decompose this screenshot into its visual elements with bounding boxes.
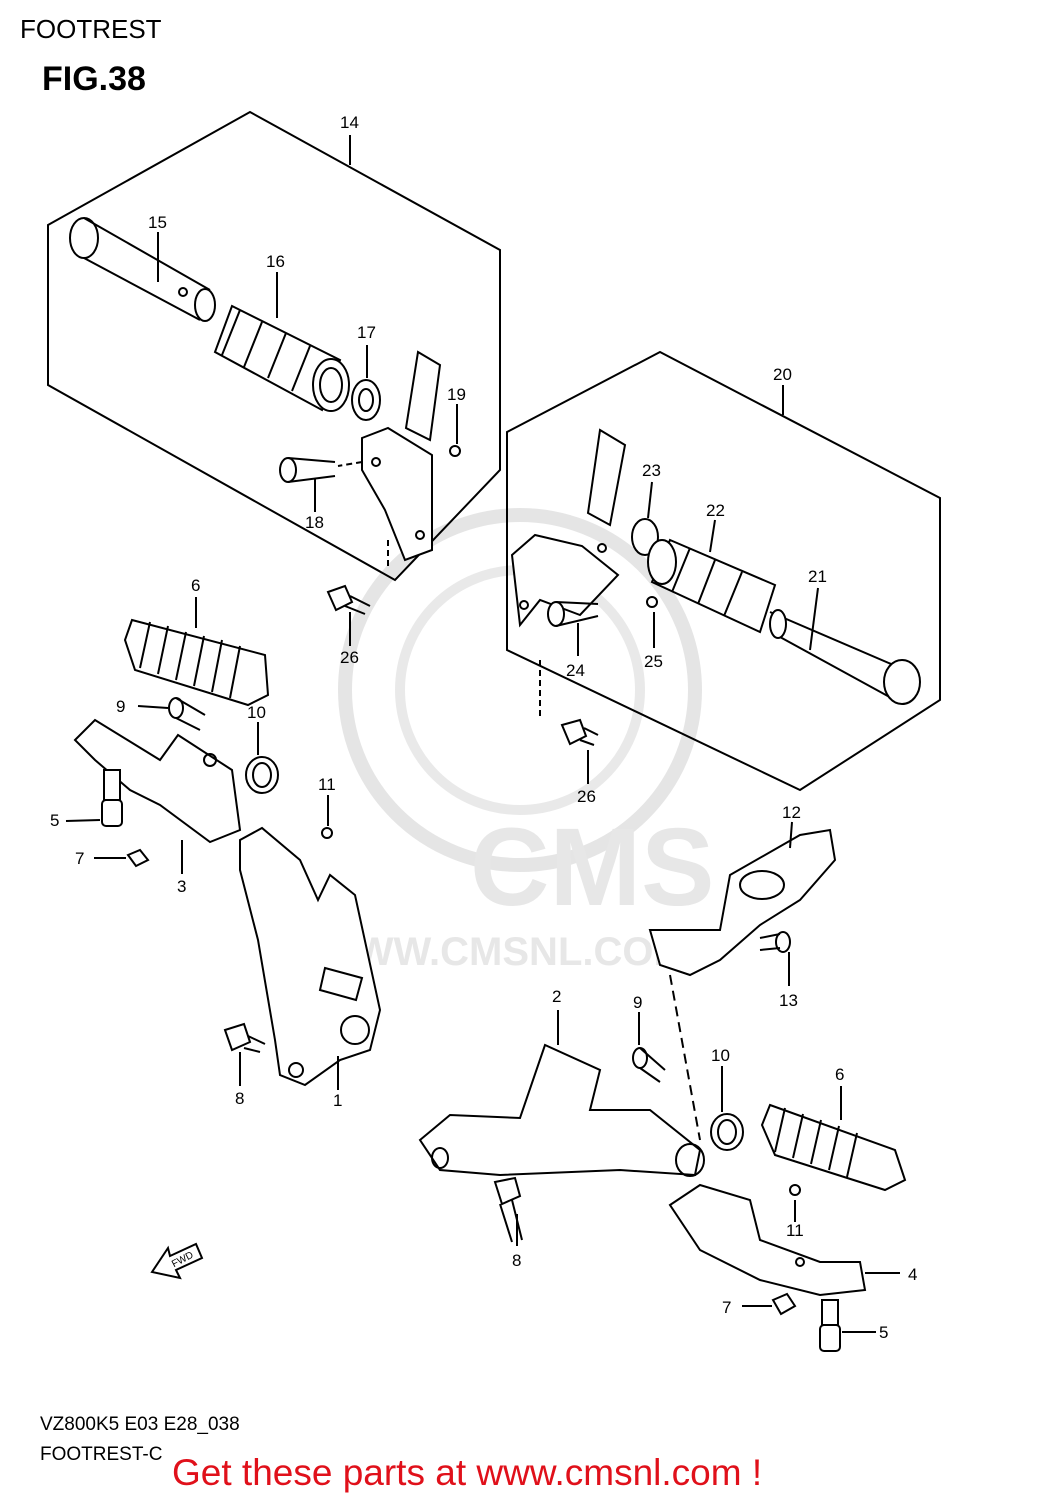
cotter-pin-25: [646, 596, 658, 608]
callout-7-right: 7: [722, 1298, 731, 1317]
watermark-brand: CMS: [470, 806, 714, 929]
callout-9-right: 9: [633, 993, 642, 1012]
footrest-bar-21: [769, 609, 921, 705]
callout-5-left: 5: [50, 811, 59, 830]
watermark: CMS WWW.CMSNL.COM: [318, 508, 714, 974]
callout-3: 3: [177, 877, 186, 896]
leader-22: [709, 519, 716, 553]
assembly-box-14: [47, 110, 501, 582]
callout-20: 20: [773, 365, 792, 384]
watermark-url: WWW.CMSNL.COM: [318, 930, 687, 974]
bolt-13: [759, 931, 791, 953]
bolt-8-right: [493, 1176, 523, 1243]
callout-19: 19: [447, 385, 466, 404]
callout-10-left: 10: [247, 703, 266, 722]
callout-2: 2: [552, 987, 561, 1006]
cotter-pin-11-left: [321, 827, 333, 839]
bolt-5-left: [101, 769, 123, 827]
callout-26-left: 26: [340, 648, 359, 667]
callout-17: 17: [357, 323, 376, 342]
dash-12: [669, 974, 701, 1141]
pin-18: [279, 457, 336, 483]
pin-24: [547, 601, 599, 627]
callout-6-left: 6: [191, 576, 200, 595]
footrest-rubber-16: [213, 304, 350, 412]
footpeg-rubber-6-left: [123, 618, 270, 707]
washer-17-hole: [358, 388, 374, 412]
bolt-26-left: [326, 584, 371, 615]
nut-7-right: [771, 1292, 797, 1316]
spring-10-left: [245, 756, 279, 794]
page-header-title: FOOTREST: [20, 14, 162, 44]
dash-18: [337, 461, 363, 467]
leader-12: [789, 821, 793, 849]
callout-8-right: 8: [512, 1251, 521, 1270]
bolt-26-right: [560, 718, 599, 746]
callout-12: 12: [782, 803, 801, 822]
callout-8-left: 8: [235, 1089, 244, 1108]
diagram-code: VZ800K5 E03 E28_038: [40, 1414, 240, 1435]
washer-23: [631, 518, 659, 556]
callout-7-left: 7: [75, 849, 84, 868]
callout-15: 15: [148, 213, 167, 232]
callout-10-right: 10: [711, 1046, 730, 1065]
promo-link-text[interactable]: Get these parts at www.cmsnl.com !: [172, 1452, 763, 1493]
callout-9-left: 9: [116, 697, 125, 716]
leader-23: [647, 481, 653, 519]
bolt-8-left: [223, 1022, 266, 1053]
footpeg-bracket-4: [668, 1183, 867, 1297]
callout-21: 21: [808, 567, 827, 586]
footrest-bar-15: [69, 217, 216, 322]
passenger-bracket-12: [648, 828, 837, 977]
figure-label: FIG.38: [42, 60, 146, 98]
footpeg-bracket-3: [73, 718, 242, 844]
callout-24: 24: [566, 661, 585, 680]
footrest-bracket-1: [239, 826, 382, 1087]
leader-5a: [65, 819, 101, 822]
callout-18: 18: [305, 513, 324, 532]
watermark-mascot-outline: [338, 508, 702, 872]
callout-14: 14: [340, 113, 359, 132]
callout-1: 1: [333, 1091, 342, 1110]
callout-11-right: 11: [786, 1221, 804, 1240]
callout-25: 25: [644, 652, 663, 671]
spring-10-right: [710, 1113, 744, 1151]
fwd-arrow-icon: FWD: [150, 1242, 204, 1280]
pin-9-right: [632, 1047, 666, 1083]
footpeg-rubber-6-right: [760, 1103, 907, 1192]
callout-4: 4: [908, 1265, 917, 1284]
bolt-5-right: [819, 1299, 841, 1352]
callout-11-left: 11: [318, 775, 336, 794]
cotter-pin-11-right: [789, 1184, 801, 1196]
washer-17: [351, 379, 381, 421]
callout-5-right: 5: [879, 1323, 888, 1342]
nut-7-left: [126, 848, 150, 868]
diagram-subtitle: FOOTREST-C: [40, 1444, 163, 1465]
callout-16: 16: [266, 252, 285, 271]
footrest-bracket-right: [510, 428, 627, 628]
pin-9-left: [168, 697, 206, 731]
callout-26-right: 26: [577, 787, 596, 806]
cotter-pin-19: [449, 445, 461, 457]
callout-22: 22: [706, 501, 725, 520]
callout-23: 23: [642, 461, 661, 480]
footrest-bracket-left: [361, 350, 442, 562]
callout-6-right: 6: [835, 1065, 844, 1084]
callout-13: 13: [779, 991, 798, 1010]
footrest-rubber-22: [647, 538, 777, 634]
assembly-box-20: [506, 350, 941, 792]
leader-9a: [137, 705, 169, 709]
footrest-bracket-2: [418, 1043, 705, 1177]
leader-21: [809, 587, 819, 651]
